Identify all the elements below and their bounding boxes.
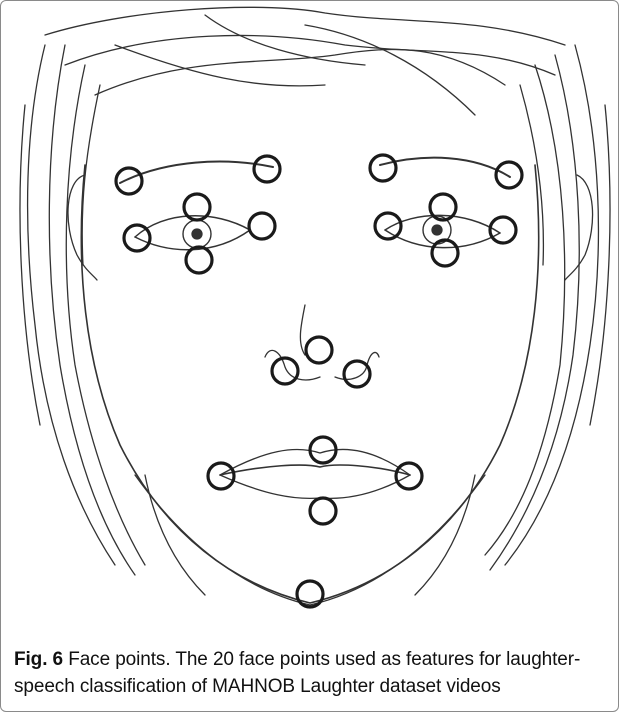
jaw-line <box>135 475 485 605</box>
hair-right <box>505 45 598 565</box>
face-point-right-eye-inner <box>375 213 401 239</box>
mouth <box>220 449 410 475</box>
mouth <box>220 465 410 475</box>
face-point-nose-tip <box>306 337 332 363</box>
nose <box>335 352 379 379</box>
face-point-left-eye-bottom <box>186 247 212 273</box>
hair-strand <box>305 25 475 115</box>
face-point-left-eye-inner <box>249 213 275 239</box>
face-point-right-nostril <box>344 361 370 387</box>
figure-caption: Fig. 6 Face points. The 20 face points u… <box>14 646 614 700</box>
hair-right <box>485 65 565 555</box>
hair-right <box>590 105 610 425</box>
sketch-line <box>145 475 205 595</box>
eyebrow-right <box>380 158 510 177</box>
face-point-right-eye-bottom <box>432 240 458 266</box>
hair-left <box>28 45 115 565</box>
sketch-line <box>415 475 475 595</box>
face-outline <box>81 165 538 603</box>
hair-strand <box>115 45 325 86</box>
face-point-left-eyebrow-inner <box>254 156 280 182</box>
nose <box>300 305 305 355</box>
face-point-lower-lip <box>310 498 336 524</box>
hair-strand <box>95 49 505 95</box>
caption-label: Fig. 6 <box>14 649 63 670</box>
caption-text: Face points. The 20 face points used as … <box>14 649 580 697</box>
face-point-left-nostril <box>272 358 298 384</box>
mouth <box>220 475 410 498</box>
hair-strand <box>65 35 555 75</box>
face-point-left-eyebrow-outer <box>116 168 142 194</box>
hair-strand <box>205 15 365 65</box>
face-point-right-eyebrow-outer <box>496 162 522 188</box>
hair-left <box>66 65 145 565</box>
face-drawing <box>5 5 618 637</box>
face-point-right-eyebrow-inner <box>370 155 396 181</box>
